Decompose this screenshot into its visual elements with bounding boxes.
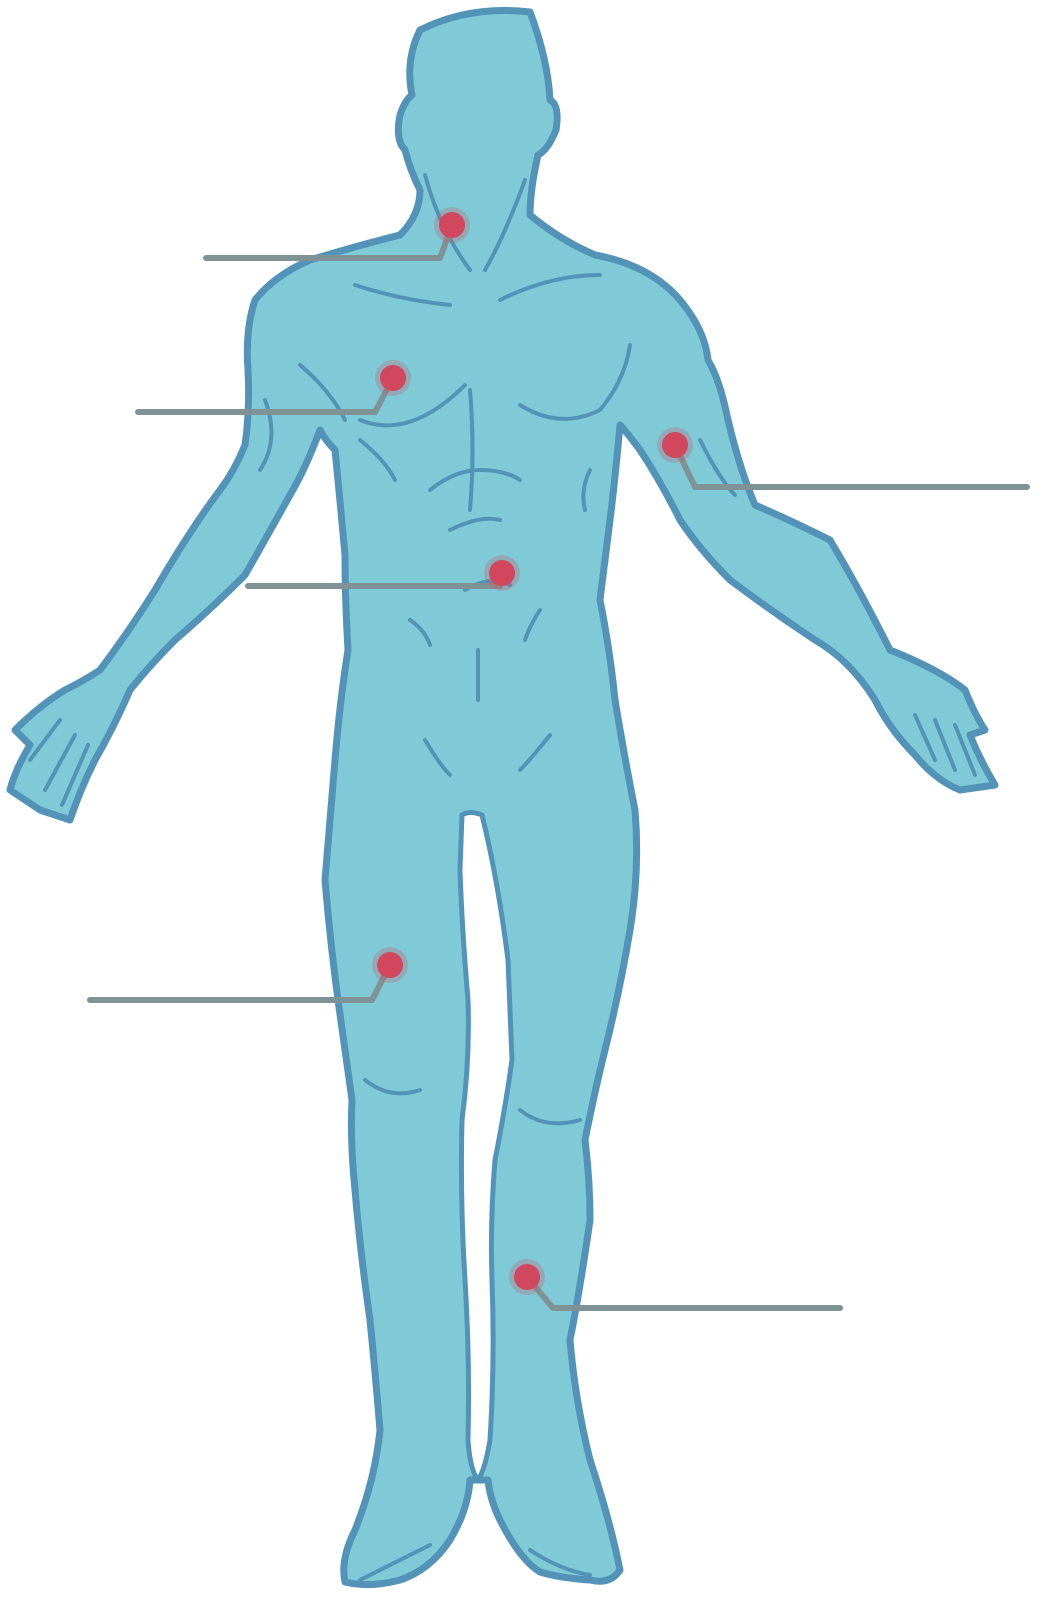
marker-dot-chest	[380, 365, 406, 391]
leader-line-thigh	[87, 962, 393, 1003]
hand-details	[28, 713, 977, 807]
leg-gap	[457, 810, 515, 1483]
anatomical-detail-lines	[258, 173, 737, 1582]
marker-dot-thigh	[377, 952, 403, 978]
marker-dot-shin	[514, 1264, 540, 1290]
callout-neck	[203, 207, 470, 261]
body-silhouette	[6, 7, 999, 1589]
callout-abdomen	[245, 555, 520, 591]
callout-chest	[135, 360, 411, 415]
callout-upper-arm	[657, 427, 1030, 490]
callout-shin	[509, 1259, 843, 1311]
marker-dot-neck	[439, 212, 465, 238]
leader-line-shin	[524, 1274, 843, 1311]
marker-dot-upper-arm	[662, 432, 688, 458]
callout-thigh	[87, 947, 408, 1003]
leader-line-upper-arm	[672, 442, 1030, 490]
marker-dot-abdomen	[489, 560, 515, 586]
